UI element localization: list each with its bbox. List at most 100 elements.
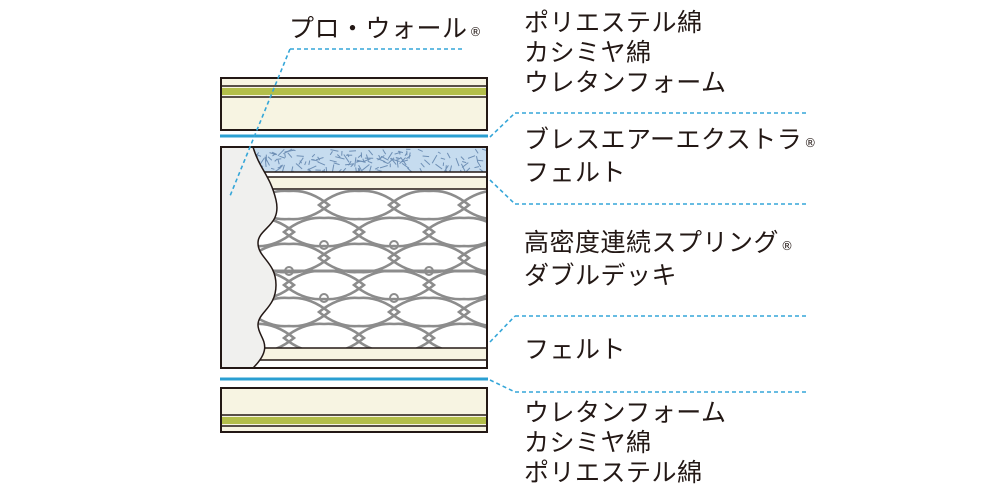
breath-air-fiber xyxy=(283,148,293,155)
leader-felt xyxy=(489,315,516,343)
breath-air-fiber xyxy=(291,166,294,172)
label-bottom-padding: ウレタンフォーム カシミヤ綿 ポリエステル綿 xyxy=(524,398,727,488)
breath-air-fiber xyxy=(349,150,357,152)
breath-air-fiber xyxy=(295,163,303,170)
breath-air-fiber xyxy=(308,169,313,172)
breath-air-fiber xyxy=(435,163,443,170)
breath-air-fiber xyxy=(440,157,446,160)
label-line: フェルト xyxy=(524,335,627,364)
spring-coil xyxy=(386,189,472,221)
breath-air-fiber xyxy=(304,161,307,166)
breath-air-fiber xyxy=(389,158,400,162)
breath-air-fiber xyxy=(379,165,388,169)
breath-air-fiber xyxy=(299,160,303,164)
spring-ring xyxy=(319,293,329,303)
breath-air-fiber xyxy=(394,151,402,155)
breath-air-fiber xyxy=(277,159,280,165)
breath-air-fiber xyxy=(404,152,408,157)
label-line: 高密度連続スプリング® xyxy=(524,228,794,261)
breath-air-fiber xyxy=(292,149,296,152)
breath-air-fiber xyxy=(308,160,311,166)
breath-air-fiber xyxy=(481,148,487,152)
breath-air-fiber xyxy=(474,166,480,169)
label-line: ポリエステル綿 xyxy=(524,458,703,487)
spring-coil xyxy=(386,296,472,328)
label-line: ポリエステル綿 xyxy=(524,8,703,37)
breath-air-fiber xyxy=(396,158,399,168)
breath-air-fiber xyxy=(400,156,407,166)
spring-coil xyxy=(316,189,402,221)
spring-coil xyxy=(316,296,402,328)
breath-air-fiber xyxy=(329,151,333,156)
breath-air-fiber xyxy=(264,157,267,168)
breath-air-fiber xyxy=(310,159,315,161)
breath-air-fiber xyxy=(267,156,273,161)
breath-air-fiber xyxy=(355,167,357,172)
registered-mark: ® xyxy=(804,136,817,150)
breath-air-fiber xyxy=(446,152,451,159)
breath-air-fiber xyxy=(455,157,460,167)
breath-air-fiber xyxy=(376,157,386,163)
breath-air-fiber xyxy=(368,165,372,172)
breath-air-fiber xyxy=(361,164,370,171)
breath-air-fiber xyxy=(337,168,342,172)
breath-air-fiber xyxy=(476,156,479,163)
breath-air-fiber xyxy=(311,153,316,158)
breath-air-fiber xyxy=(383,161,389,165)
breath-air-fiber xyxy=(279,155,286,159)
felt-upper-layer xyxy=(252,176,488,190)
breath-air-fiber xyxy=(329,159,337,163)
breath-air-fiber xyxy=(467,155,476,159)
breath-air-fiber xyxy=(255,153,262,157)
breath-air-fiber xyxy=(460,163,466,172)
breath-air-fiber xyxy=(315,157,324,161)
breath-air-fiber xyxy=(424,159,431,166)
spring-coil xyxy=(351,216,437,248)
breath-air-fiber xyxy=(333,162,340,166)
label-line: ブレスエアーエクストラ® xyxy=(524,125,817,158)
label-breath-air: ブレスエアーエクストラ® フェルト xyxy=(524,125,817,188)
breath-air-fiber xyxy=(345,163,355,166)
breath-air-fiber xyxy=(274,158,278,162)
label-line: フェルト xyxy=(524,158,627,187)
breath-air-fiber xyxy=(462,161,467,164)
breath-air-fiber xyxy=(465,167,471,172)
pro-wall-side xyxy=(220,146,278,369)
breath-air-fiber xyxy=(287,152,293,158)
breath-air-fiber xyxy=(474,148,479,154)
pro-wall-label-text: プロ・ウォール xyxy=(289,14,468,43)
breath-air-fiber xyxy=(406,155,411,160)
breath-air-fiber xyxy=(358,165,363,172)
breath-air-fiber xyxy=(335,156,345,160)
breath-air-fiber xyxy=(382,149,387,155)
core-frame-outline xyxy=(220,146,488,369)
breath-air-fiber xyxy=(270,167,275,170)
breath-air-fiber xyxy=(407,167,413,172)
spring-coil xyxy=(421,216,488,248)
spring-coil xyxy=(246,189,332,221)
breath-air-fiber xyxy=(357,167,360,172)
breath-air-fiber xyxy=(437,151,441,154)
breath-air-fiber xyxy=(354,157,357,167)
breath-air-fiber xyxy=(357,154,363,158)
leader-pro-wall xyxy=(229,48,291,197)
spring-ring xyxy=(319,240,329,250)
breath-air-fiber xyxy=(365,154,369,161)
breath-air-fiber xyxy=(325,166,328,172)
breath-air-fiber xyxy=(387,151,393,160)
breath-air-fiber xyxy=(259,157,265,165)
breath-air-fiber xyxy=(477,159,484,162)
leader-lines xyxy=(229,48,808,393)
breath-air-fiber xyxy=(367,160,373,164)
spring-ring xyxy=(284,266,294,276)
spring-ring xyxy=(389,240,399,250)
registered-mark: ® xyxy=(781,239,794,253)
breath-air-fiber xyxy=(281,164,285,172)
breath-air-fiber xyxy=(277,166,283,169)
breath-air-fiber xyxy=(276,158,282,160)
pro-wall-label: プロ・ウォール® xyxy=(289,14,482,47)
bottom-pad xyxy=(220,387,488,433)
breath-air-fiber xyxy=(376,169,382,172)
